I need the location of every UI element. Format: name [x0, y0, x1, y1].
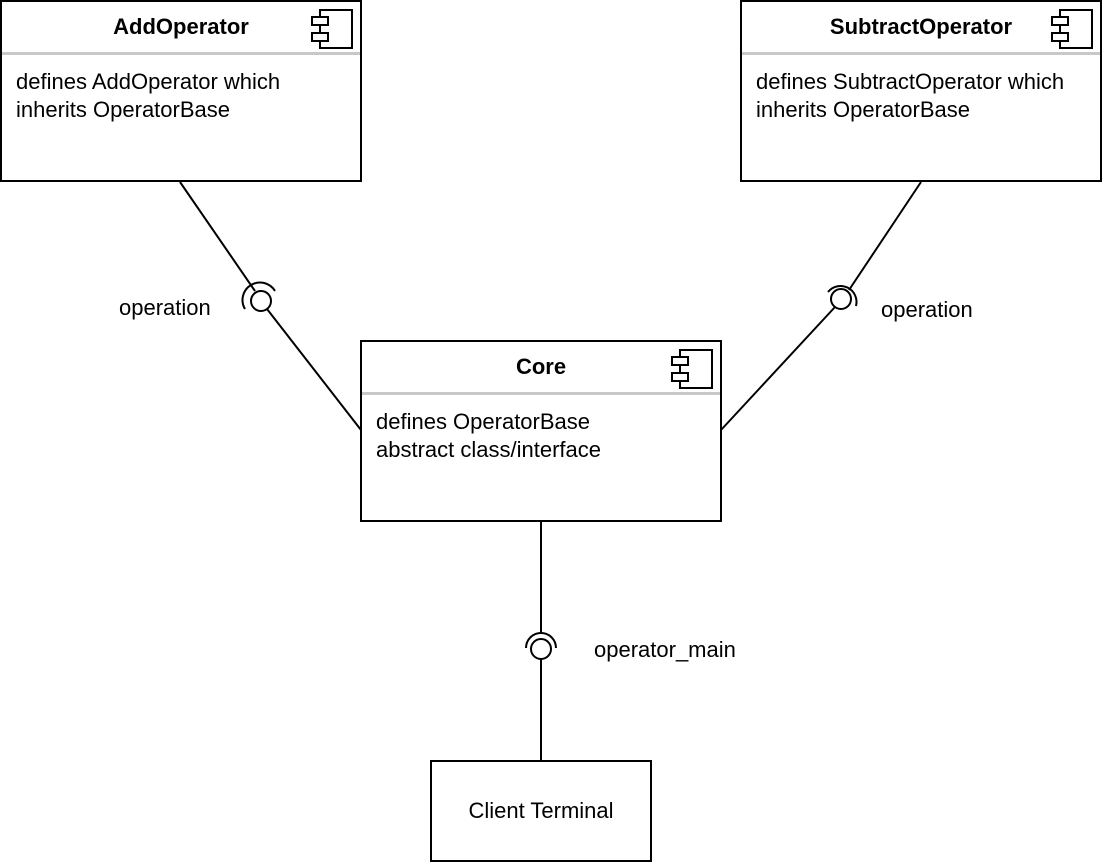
component-icon: [311, 9, 353, 49]
add-operation-interface-circle: [250, 290, 272, 312]
subtract-to-operation-connector: [848, 181, 922, 291]
subtract-operation-interface-label: operation: [881, 297, 973, 322]
client-terminal-box[interactable]: Client Terminal: [430, 760, 652, 862]
component-icon: [671, 349, 713, 389]
core-header: Core: [362, 342, 720, 395]
operation-to-core-connector-left: [266, 308, 362, 431]
subtract-operator-title: SubtractOperator: [829, 14, 1013, 39]
subtract-operator-header: SubtractOperator: [742, 2, 1100, 55]
add-operator-header: AddOperator: [2, 2, 360, 55]
add-required-interface-socket: [241, 281, 276, 310]
subtract-operation-interface-circle: [830, 288, 852, 310]
add-operation-interface-label: operation: [119, 295, 211, 320]
add-operator-description: defines AddOperator which inherits Opera…: [16, 69, 281, 122]
core-description: defines OperatorBase abstract class/inte…: [376, 409, 601, 462]
client-terminal-label: Client Terminal: [468, 798, 614, 823]
operator-main-interface-label: operator_main: [594, 637, 736, 662]
subtract-operator-description: defines SubtractOperator which inherits …: [756, 69, 1065, 122]
operation-to-core-connector-right: [720, 306, 836, 431]
operator-main-required-interface-socket: [525, 632, 557, 649]
component-icon: [1051, 9, 1093, 49]
subtract-operator-component[interactable]: SubtractOperator defines SubtractOperato…: [740, 0, 1102, 182]
operator-main-interface-circle: [530, 638, 552, 660]
add-to-operation-connector: [179, 181, 256, 292]
add-operator-component[interactable]: AddOperator defines AddOperator which in…: [0, 0, 362, 182]
add-operator-title: AddOperator: [113, 14, 249, 39]
core-component[interactable]: Core defines OperatorBase abstract class…: [360, 340, 722, 522]
core-title: Core: [515, 354, 567, 379]
subtract-required-interface-socket: [827, 285, 858, 307]
